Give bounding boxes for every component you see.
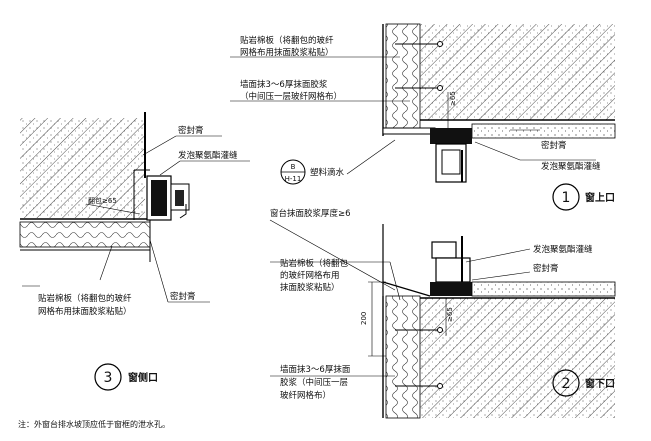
detail-3-caption: 3 窗侧口 [94,363,158,391]
d1-ref-bottom: H-11 [285,175,302,183]
d1-board-label-line1: 贴岩棉板（将翻包的玻纤 [240,35,334,46]
detail-1-caption: 1 窗上口 [552,183,615,211]
d3-caption-number: 3 [104,370,113,386]
d1-plaster-label-line2: （中间压一层玻纤网格布） [240,91,342,102]
d1-board-label-line2: 网格布用抹面胶浆粘贴） [240,47,334,58]
detail-1-window-head: ≥65 贴岩棉板（将翻包的玻纤 网格布用抹面胶浆粘贴） 墙面抹3～6厚抹面胶浆 … [230,23,616,211]
d3-foam-label: 发泡聚氨酯灌缝 [178,150,238,161]
detail-2-caption: 2 窗下口 [552,369,615,397]
d1-caption-number: 1 [562,190,571,206]
d2-window-frame [430,282,472,296]
d1-ref-top: B [291,163,296,171]
d2-board-label-line3: 抹面胶浆粘贴） [280,282,340,293]
d2-plaster-label-line2: 胶浆（中间压一层 [280,377,348,388]
d1-dim-label: ≥65 [449,91,457,106]
d2-rock-wool-board [385,295,421,419]
d2-dim-200: 200 [360,312,368,325]
d3-sealant-bottom-label: 密封膏 [170,291,196,302]
d1-rock-wool-board [385,23,421,129]
d2-plaster-label-line3: 玻纤网格布） [280,390,331,401]
d1-caption-title: 窗上口 [585,191,615,204]
d1-drip-label: 塑料滴水 [310,167,345,178]
d3-caption-title: 窗侧口 [128,371,158,384]
d2-caption-title: 窗下口 [585,377,615,390]
d2-dim-65: ≥65 [446,307,454,322]
rock-wool-board [19,221,151,248]
d2-foam-label: 发泡聚氨酯灌缝 [533,244,593,255]
d3-sealant-top-label: 密封膏 [178,125,204,136]
d2-caption-number: 2 [562,376,571,392]
d2-board-label-line1: 贴岩棉板（将翻包 [280,258,349,269]
footnote: 注：外窗台排水坡顶应低于窗框的泄水孔。 [18,419,170,429]
d2-board-label-line2: 的玻纤网格布用 [280,270,340,281]
d3-board-label-line1: 贴岩棉板（将翻包的玻纤 [38,293,132,304]
d3-wrap-label: 翻包≥65 [88,196,117,205]
d1-plaster-label-line1: 墙面抹3～6厚抹面胶浆 [240,79,328,90]
d1-foam-label: 发泡聚氨酯灌缝 [541,161,601,172]
d1-window-frame [430,128,472,144]
d2-plaster-label-line1: 墙面抹3～6厚抹面 [280,364,351,375]
detail-2-window-sill: 200 ≥65 窗台抹面胶浆厚度≥6 贴岩棉板（将翻包 的玻纤网格布用 抹面胶浆… [269,208,616,419]
d3-board-label-line2: 网格布用抹面胶浆粘贴） [38,306,132,317]
d2-sealant-label: 密封膏 [533,263,559,274]
d2-sill-plaster-label: 窗台抹面胶浆厚度≥6 [270,208,351,219]
detail-3-window-side: 密封膏 发泡聚氨酯灌缝 翻包≥65 贴岩棉板（将翻包的玻纤 网格布用抹面胶浆粘贴… [19,112,250,391]
d1-sealant-label: 密封膏 [541,140,567,151]
